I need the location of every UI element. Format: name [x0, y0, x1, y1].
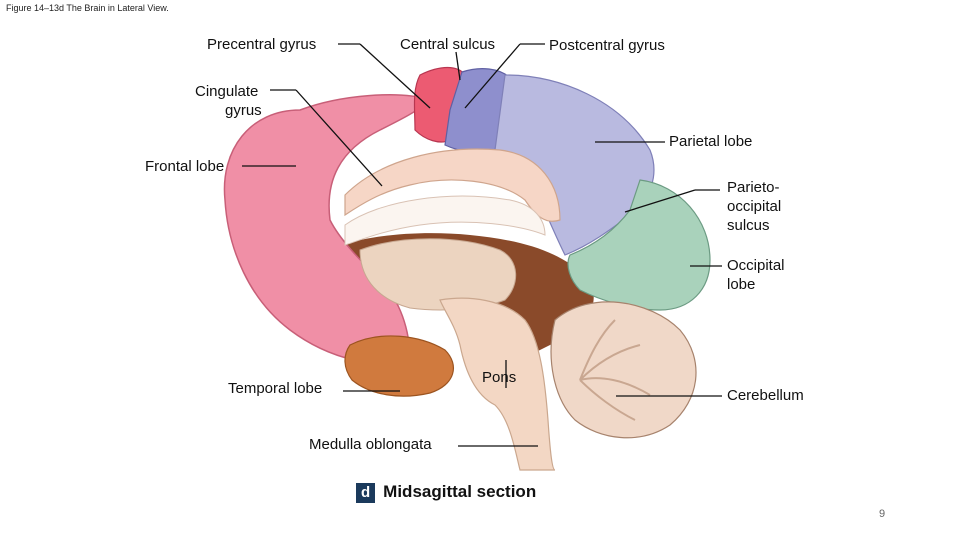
- leader-postcentral-diag: [464, 43, 521, 109]
- label-postcentral-gyrus: Postcentral gyrus: [549, 37, 665, 54]
- label-cerebellum: Cerebellum: [727, 387, 804, 404]
- label-cingulate-line1: Cingulate: [195, 83, 259, 100]
- label-parieto-line3: sulcus: [727, 217, 770, 234]
- cerebellum-shape: [550, 301, 697, 439]
- label-central-sulcus: Central sulcus: [400, 36, 496, 53]
- page-number: 9: [879, 508, 886, 520]
- label-cingulate-line2: gyrus: [225, 102, 262, 119]
- leader-precentral-diag: [359, 43, 431, 109]
- arbor-vitae: [579, 319, 651, 421]
- label-frontal-lobe: Frontal lobe: [145, 158, 225, 175]
- temporal-lobe-shape: [344, 335, 454, 397]
- label-pons: Pons: [482, 369, 517, 386]
- diencephalon-shape: [359, 238, 517, 311]
- label-parieto-line1: Parieto-: [727, 179, 780, 196]
- label-occipital-line2: lobe: [727, 276, 756, 293]
- leader-lines: [242, 43, 722, 447]
- section-badge: d: [356, 483, 376, 503]
- label-medulla-oblongata: Medulla oblongata: [309, 436, 432, 453]
- label-parietal-lobe: Parietal lobe: [669, 133, 753, 150]
- leader-cingulate-diag: [295, 89, 383, 187]
- leader-parieto-diag: [624, 189, 696, 213]
- label-parieto-line2: occipital: [727, 198, 782, 215]
- section-title-text: Midsagittal section: [383, 482, 537, 501]
- corpus-callosum-shape: [344, 195, 546, 246]
- leader-central: [455, 51, 461, 81]
- label-precentral-gyrus: Precentral gyrus: [207, 36, 317, 53]
- section-title: d Midsagittal section: [356, 482, 536, 503]
- brainstem-shape: [439, 297, 556, 471]
- label-temporal-lobe: Temporal lobe: [228, 380, 323, 397]
- figure-caption: Figure 14–13d The Brain in Lateral View.: [6, 3, 169, 13]
- cingulate-gyrus-shape: [344, 148, 561, 222]
- label-occipital-line1: Occipital: [727, 257, 785, 274]
